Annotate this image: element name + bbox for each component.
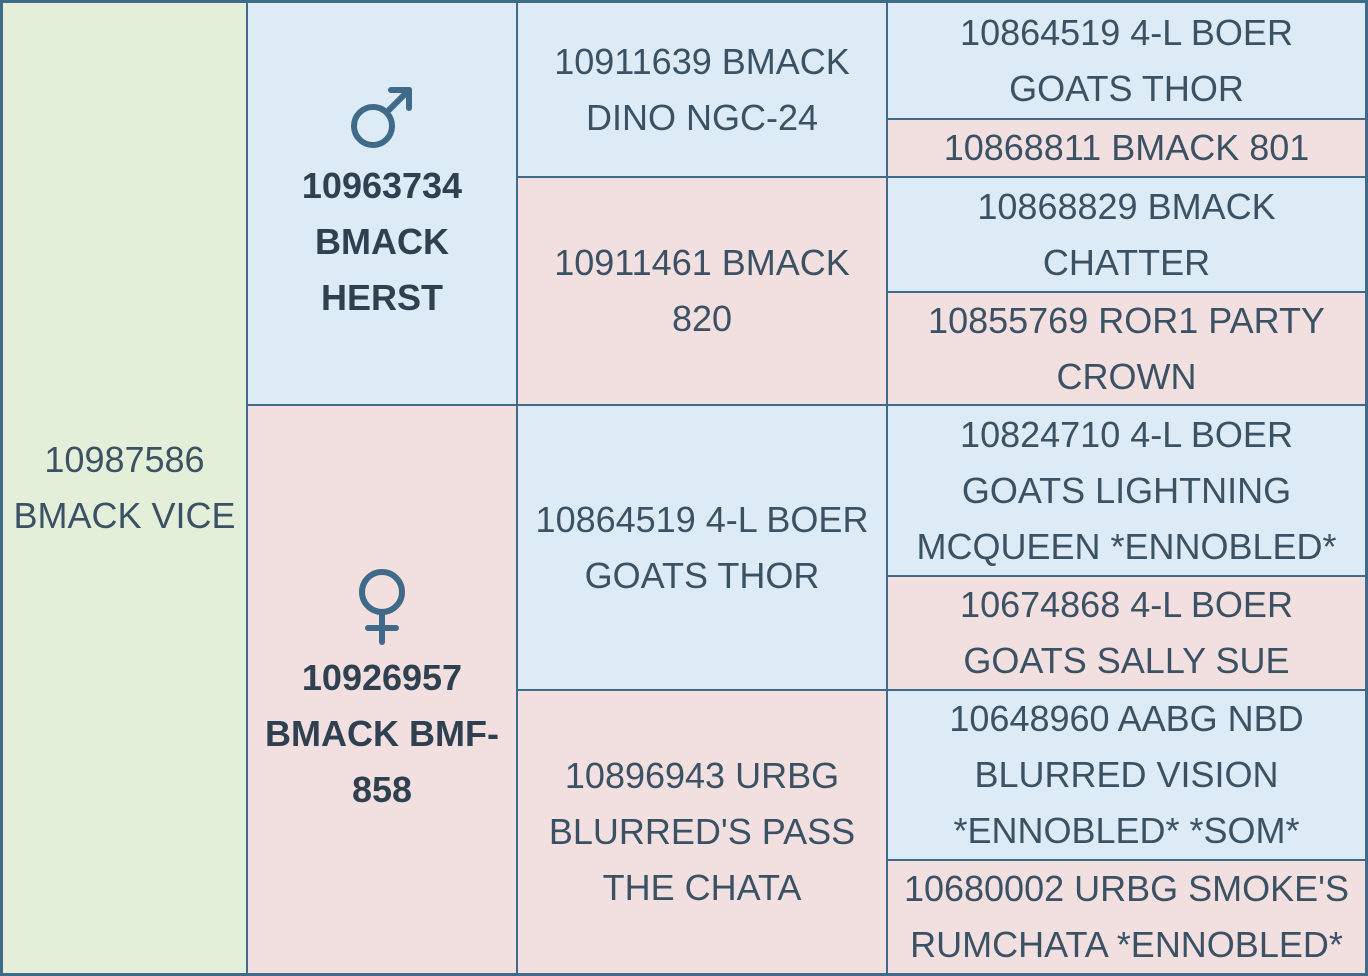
sire-sire-name: 10911639 BMACK DINO NGC-24 [554, 40, 850, 138]
dam-sire-sire-cell: 10824710 4-L BOER GOATS LIGHTNING MCQUEE… [887, 405, 1366, 576]
dam-dam-cell: 10896943 URBG BLURRED'S PASS THE CHATA [517, 690, 887, 974]
dam-cell: 10926957 BMACK BMF-858 [247, 405, 517, 974]
sire-dam-sire-name: 10868829 BMACK CHATTER [977, 185, 1276, 283]
dam-sire-dam-name: 10674868 4-L BOER GOATS SALLY SUE [960, 584, 1293, 681]
sire-name: 10963734 BMACK HERST [301, 164, 463, 318]
sire-sire-dam-cell: 10868811 BMACK 801 [887, 119, 1366, 177]
dam-name: 10926957 BMACK BMF-858 [265, 657, 499, 810]
sire-sire-sire-cell: 10864519 4-L BOER GOATS THOR [887, 2, 1366, 119]
dam-sire-name: 10864519 4-L BOER GOATS THOR [535, 498, 869, 596]
sire-dam-name: 10911461 BMACK 820 [554, 242, 850, 339]
sire-dam-sire-cell: 10868829 BMACK CHATTER [887, 177, 1366, 292]
dam-sire-cell: 10864519 4-L BOER GOATS THOR [517, 405, 887, 690]
sire-sire-cell: 10911639 BMACK DINO NGC-24 [517, 2, 887, 177]
dam-dam-name: 10896943 URBG BLURRED'S PASS THE CHATA [548, 755, 856, 908]
dam-dam-sire-cell: 10648960 AABG NBD BLURRED VISION *ENNOBL… [887, 690, 1366, 860]
female-symbol-icon [352, 566, 412, 646]
male-symbol-icon [347, 82, 417, 154]
sire-cell: 10963734 BMACK HERST [247, 2, 517, 405]
dam-dam-dam-cell: 10680002 URBG SMOKE'S RUMCHATA *ENNOBLED… [887, 860, 1366, 974]
subject-name: 10987586 BMACK VICE [13, 439, 236, 536]
sire-dam-dam-name: 10855769 ROR1 PARTY CROWN [928, 299, 1325, 397]
sire-sire-dam-name: 10868811 BMACK 801 [943, 127, 1310, 168]
dam-dam-dam-name: 10680002 URBG SMOKE'S RUMCHATA *ENNOBLED… [903, 868, 1350, 965]
dam-sire-dam-cell: 10674868 4-L BOER GOATS SALLY SUE [887, 576, 1366, 690]
sire-dam-cell: 10911461 BMACK 820 [517, 177, 887, 405]
dam-sire-sire-name: 10824710 4-L BOER GOATS LIGHTNING MCQUEE… [916, 413, 1337, 567]
dam-dam-sire-name: 10648960 AABG NBD BLURRED VISION *ENNOBL… [949, 698, 1304, 851]
sire-sire-sire-name: 10864519 4-L BOER GOATS THOR [960, 11, 1293, 109]
subject-cell: 10987586 BMACK VICE [2, 2, 247, 974]
sire-dam-dam-cell: 10855769 ROR1 PARTY CROWN [887, 292, 1366, 405]
